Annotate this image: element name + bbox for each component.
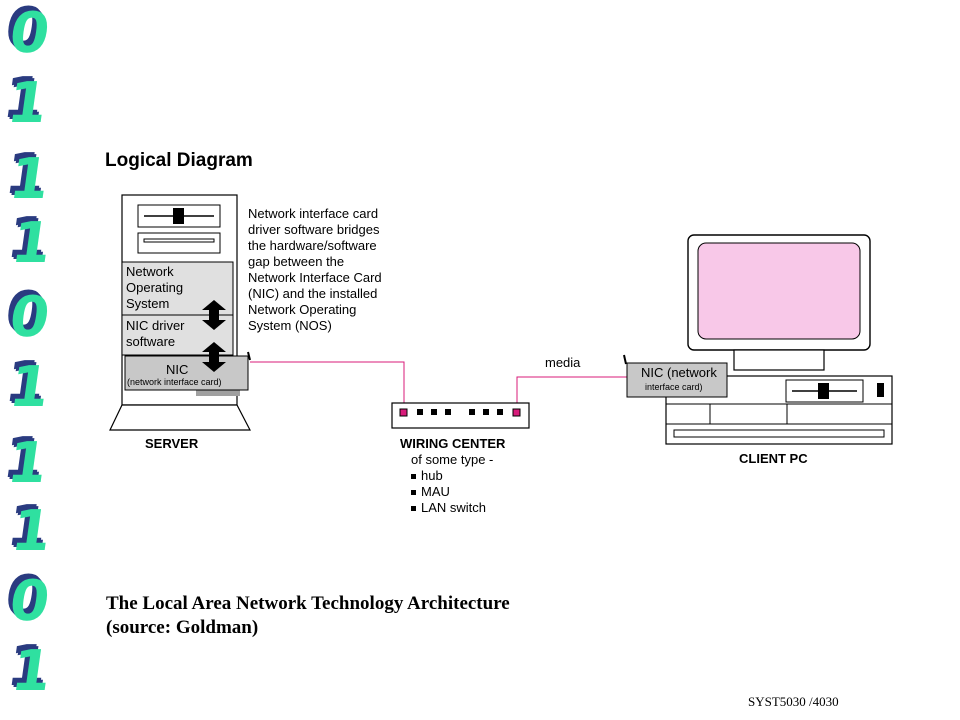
server-nic-label: NIC xyxy=(166,362,189,377)
description-line: Network Interface Card xyxy=(248,270,382,285)
wiring-center-label: WIRING CENTER xyxy=(400,436,506,451)
nos-label-line: System xyxy=(126,296,170,311)
course-code-footer: SYST5030 /4030 xyxy=(748,694,839,709)
monitor-stand xyxy=(733,349,825,371)
description-line: gap between the xyxy=(248,254,345,269)
hub-port xyxy=(417,409,423,415)
description-line: System (NOS) xyxy=(248,318,332,333)
server-base xyxy=(109,404,251,431)
list-item: MAU xyxy=(411,484,493,500)
client-cable xyxy=(516,376,627,412)
double-arrow-icon xyxy=(202,300,226,330)
server-drive-bay xyxy=(137,232,221,254)
description-line: Network Operating xyxy=(248,302,357,317)
nos-label-line: Network xyxy=(126,264,174,279)
client-pc xyxy=(623,234,893,445)
caption-line: (source: Goldman) xyxy=(106,617,259,638)
nos-label-line: Operating xyxy=(126,280,184,295)
diagram-title: Logical Diagram xyxy=(105,150,253,171)
server-nic-sublabel: (network interface card) xyxy=(127,377,222,387)
slide-caption: The Local Area Network Technology Archit… xyxy=(106,592,510,640)
driver-label-line: NIC driver xyxy=(126,318,185,333)
wiring-center-subtitle: of some type - xyxy=(411,452,494,467)
monitor-screen xyxy=(697,242,861,340)
hub-port xyxy=(431,409,437,415)
driver-label: NIC driver software xyxy=(126,318,185,350)
list-item: LAN switch xyxy=(411,500,493,516)
media-label: media xyxy=(545,355,581,370)
description-line: the hardware/software xyxy=(248,238,377,253)
hub-port-active xyxy=(512,408,521,417)
caption-line: The Local Area Network Technology Archit… xyxy=(106,593,510,614)
client-nic-card xyxy=(626,362,728,398)
hub-port xyxy=(497,409,503,415)
description-line: (NIC) and the installed xyxy=(248,286,378,301)
wiring-center-list: of some type - hub MAU LAN switch xyxy=(411,452,493,516)
drive-slot xyxy=(673,429,885,438)
double-arrow-icon xyxy=(202,342,226,372)
hub-port xyxy=(469,409,475,415)
network-cables xyxy=(250,361,627,412)
hub-port xyxy=(445,409,451,415)
server-nic-card xyxy=(124,355,249,391)
hub-port xyxy=(483,409,489,415)
server-tower xyxy=(109,194,251,431)
description-line: Network interface card xyxy=(248,206,379,221)
server-label: SERVER xyxy=(145,436,199,451)
client-nic-sublabel: interface card) xyxy=(645,382,703,392)
power-indicator xyxy=(877,383,884,397)
nos-label: Network Operating System xyxy=(126,264,183,312)
description-line: driver software bridges xyxy=(248,222,380,237)
server-cable xyxy=(250,361,405,412)
list-item: hub xyxy=(411,468,493,484)
hub-port-active xyxy=(399,408,408,417)
client-pc-label: CLIENT PC xyxy=(739,451,808,466)
wiring-center-hub xyxy=(391,402,530,429)
nic-driver-description: Network interface card driver software b… xyxy=(248,206,408,334)
client-nic-label: NIC (network xyxy=(641,365,717,380)
driver-label-line: software xyxy=(126,334,176,349)
